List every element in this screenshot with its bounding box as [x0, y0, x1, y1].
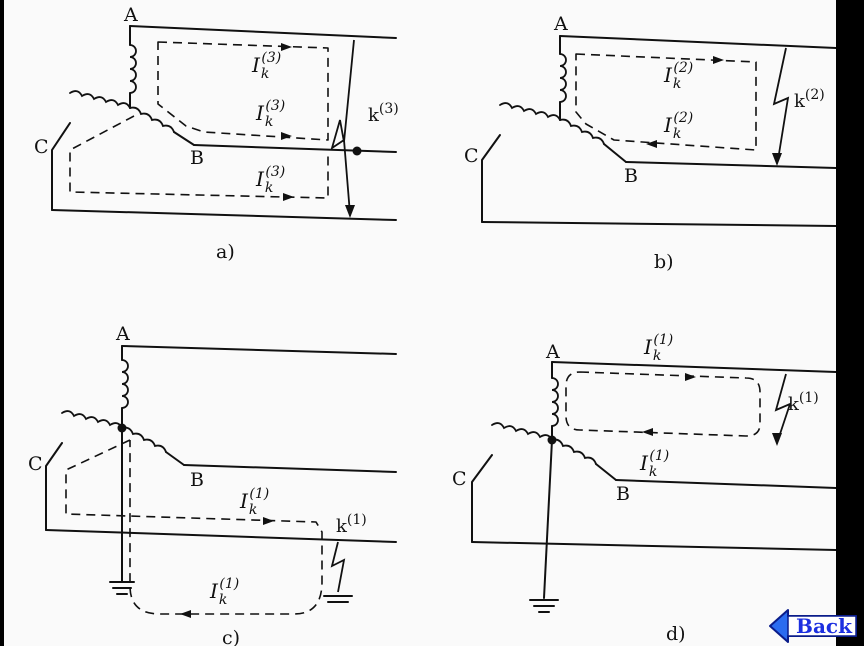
- back-button-label: Back: [796, 614, 852, 638]
- panel-c-fault-label: k(1): [336, 512, 367, 537]
- panel-c-current-label-1: Ik(1): [239, 486, 269, 518]
- panel-a-current-label-1: Ik(3): [251, 50, 281, 82]
- panel-a-three-phase-fault: A B C k(3) Ik(3) Ik(3) Ik(3) a): [34, 4, 399, 263]
- panel-a-current-loop-ab: [157, 41, 329, 141]
- panel-c-phase-a-line: [121, 345, 397, 355]
- panel-a-phase-a-line: [129, 25, 397, 39]
- panel-a-phase-c-line: [51, 209, 397, 221]
- panel-c-single-phase-fault: A B C k(1) Ik(1) Ik(1) c): [28, 323, 397, 646]
- textbook-page: A B C k(3) Ik(3) Ik(3) Ik(3) a): [4, 0, 836, 646]
- panel-a-fault-point: [352, 146, 362, 156]
- panel-c-winding-a: [121, 359, 129, 409]
- panel-a-fault-label: k(3): [368, 101, 399, 126]
- panel-c-node-c: C: [28, 453, 43, 475]
- panel-c-node-b: B: [190, 469, 204, 491]
- short-circuit-diagrams: A B C k(3) Ik(3) Ik(3) Ik(3) a): [28, 4, 836, 646]
- panel-d-single-phase-fault: A B C k(1) Ik(1) Ik(1) d): [452, 332, 836, 645]
- panel-b-phase-a-line: [559, 35, 836, 49]
- panel-b-two-phase-fault: A B C k(2) Ik(2) Ik(2) b): [464, 13, 836, 273]
- panel-c-current-label-2: Ik(1): [209, 576, 239, 608]
- panel-a-winding-c: [69, 90, 131, 109]
- panel-a-caption: a): [216, 241, 235, 263]
- panel-c-winding-b: [121, 426, 167, 453]
- panel-a-current-label-3: Ik(3): [255, 164, 285, 196]
- panel-c-phase-b-line: [183, 464, 397, 473]
- panel-d-node-c: C: [452, 468, 467, 490]
- panel-b-winding-c: [499, 102, 561, 121]
- panel-b-phase-c-line: [481, 221, 836, 227]
- panel-a-node-b: B: [190, 147, 204, 169]
- panel-d-current-label-2: Ik(1): [639, 448, 669, 480]
- panel-d-current-label-1: Ik(1): [643, 332, 673, 364]
- panel-a-node-c: C: [34, 136, 49, 158]
- back-arrow-icon: [769, 609, 857, 643]
- panel-a-node-a: A: [123, 4, 138, 26]
- panel-d-neutral-ground-lead: [543, 439, 553, 599]
- panel-c-ground-symbol: [109, 581, 135, 595]
- panel-c-caption: c): [222, 627, 240, 646]
- panel-d-current-loop: [565, 371, 761, 437]
- panel-d-node-a: A: [545, 341, 560, 363]
- panel-d-caption: d): [666, 623, 686, 645]
- panel-c-fault-bolt: [330, 541, 346, 593]
- panel-b-caption: b): [654, 251, 674, 273]
- panel-b-phase-b-line: [625, 161, 836, 169]
- panel-a-fault-bolt: [330, 39, 355, 215]
- panel-d-phase-b-line: [615, 479, 836, 489]
- panel-b-current-label-2: Ik(2): [663, 110, 693, 142]
- panel-d-node-b: B: [616, 483, 630, 505]
- panel-a-phase-b-line: [193, 144, 397, 153]
- panel-b-winding-b: [559, 118, 605, 145]
- panel-b-current-label-1: Ik(2): [663, 60, 693, 92]
- panel-a-winding-a: [129, 44, 137, 94]
- panel-c-node-a: A: [115, 323, 130, 345]
- panel-a-winding-b: [129, 106, 175, 133]
- panel-d-winding-b: [551, 438, 597, 465]
- panel-d-fault-bolt: [774, 373, 792, 441]
- panel-d-phase-c-line: [471, 541, 836, 551]
- panel-b-fault-label: k(2): [794, 87, 825, 112]
- panel-a-current-loop-c: [69, 115, 329, 199]
- panel-c-phase-c-line: [45, 529, 397, 543]
- panel-b-fault-bolt: [772, 47, 790, 161]
- panel-d-winding-a: [551, 377, 559, 427]
- panel-c-fault-ground-symbol: [323, 595, 353, 603]
- panel-b-winding-a: [559, 53, 567, 103]
- panel-b-node-b: B: [624, 165, 638, 187]
- panel-d-ground-symbol: [529, 599, 559, 613]
- panel-c-current-loop: [65, 439, 323, 615]
- panel-b-current-loop: [575, 53, 757, 151]
- panel-d-winding-c: [491, 422, 553, 441]
- back-button[interactable]: Back: [768, 608, 860, 644]
- panel-b-node-a: A: [553, 13, 568, 35]
- panel-d-fault-label: k(1): [788, 390, 819, 415]
- panel-c-winding-c: [61, 410, 123, 429]
- panel-b-node-c: C: [464, 145, 479, 167]
- panel-d-phase-a-line: [551, 361, 836, 373]
- panel-a-current-label-2: Ik(3): [255, 98, 285, 130]
